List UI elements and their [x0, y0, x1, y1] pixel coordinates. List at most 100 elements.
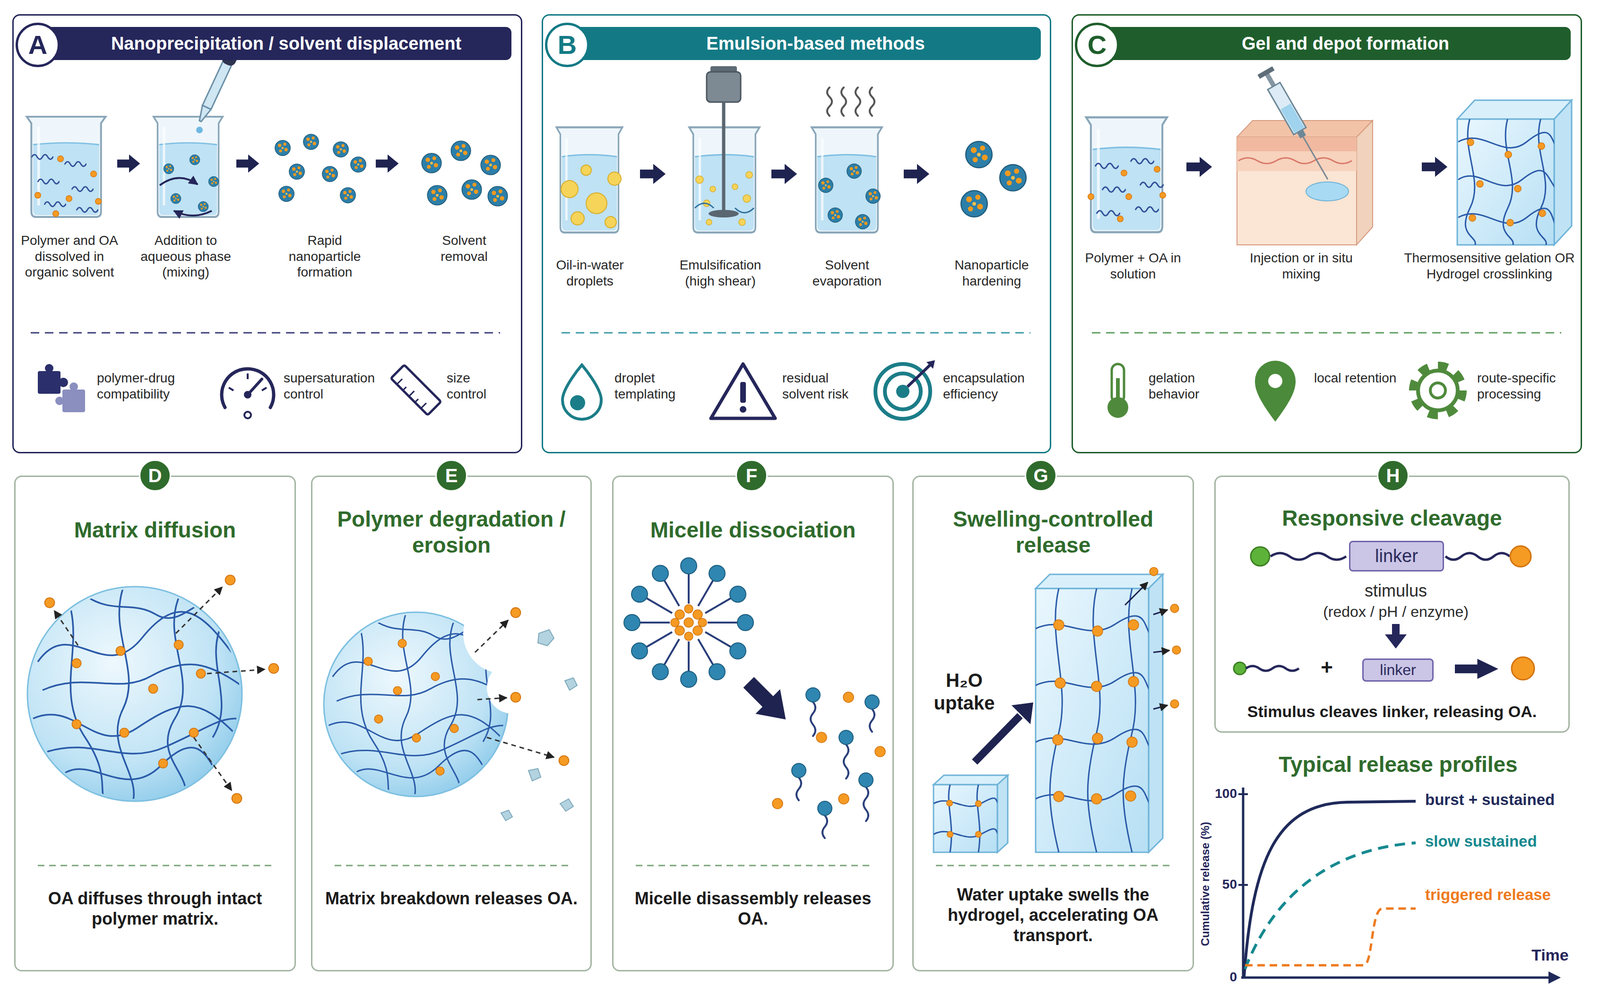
illustration-circle	[745, 171, 753, 179]
illustration-use	[487, 186, 508, 206]
illustration-line	[707, 621, 738, 624]
illustration-rect	[202, 60, 233, 110]
illustration-path	[159, 177, 198, 186]
illustration-path	[926, 360, 935, 369]
illustration-use	[393, 686, 402, 695]
illustration-use	[289, 164, 305, 180]
illustration-use	[855, 214, 871, 230]
illustration-g	[54, 587, 265, 791]
illustration-use	[449, 724, 459, 733]
illustration-use	[117, 154, 140, 173]
illustration-circle	[27, 586, 243, 802]
illustration-use	[1121, 170, 1128, 177]
icon-caption: residual solvent risk	[782, 370, 868, 405]
illustration-path	[1536, 119, 1547, 245]
panel-summary: Water uptake swells the hydrogel, accele…	[923, 884, 1184, 960]
illustration-use	[847, 164, 862, 179]
stimulus-label: (redox / pH / enzyme)	[1296, 602, 1496, 622]
illustration-circle	[817, 801, 832, 816]
illustration-path	[933, 775, 1008, 785]
illustration-g	[639, 573, 738, 672]
illustration-use	[975, 800, 982, 807]
illustration-circle	[838, 730, 854, 745]
illustration-circle	[739, 406, 747, 413]
illustration-use	[153, 116, 223, 217]
illustration-circle	[737, 614, 754, 631]
illustration-circle	[816, 732, 827, 743]
illustration-use	[1154, 166, 1161, 173]
illustration-line	[175, 587, 223, 634]
illustration-use	[34, 192, 42, 199]
illustration-use	[1088, 193, 1095, 200]
panel-f-art	[623, 557, 886, 866]
illustration-use	[556, 127, 623, 233]
illustration-use	[236, 154, 260, 173]
illustration-circle	[44, 363, 54, 373]
illustration-circle	[709, 663, 726, 680]
illustration-circle	[896, 384, 910, 398]
panel-title: Swelling-controlled release	[923, 506, 1184, 565]
illustration-line	[246, 373, 249, 380]
illustration-rect	[390, 364, 442, 416]
illustration-path	[221, 368, 274, 408]
panel-b-art	[556, 66, 1031, 420]
panel-heading: Emulsion-based methods	[552, 26, 1041, 61]
illustration-circle	[196, 126, 203, 134]
linker-text: linker	[1363, 659, 1433, 681]
illustration-path	[869, 709, 875, 732]
illustration-line	[1153, 609, 1168, 615]
illustration-line	[1153, 705, 1168, 710]
illustration-path	[537, 629, 554, 646]
illustration-path	[843, 744, 849, 779]
panel-letter: A	[15, 22, 61, 68]
illustration-circle	[791, 763, 806, 778]
illustration-circle	[55, 396, 64, 406]
step-caption: Rapid nanoparticle formation	[270, 232, 380, 284]
illustration-path	[1457, 100, 1572, 120]
illustration-line	[687, 573, 690, 604]
illustration-use	[1504, 151, 1512, 158]
illustration-rect	[1035, 588, 1149, 853]
illustration-use	[1538, 142, 1545, 150]
illustration-path	[933, 828, 998, 837]
step-caption: Oil-in-water droplets	[547, 257, 633, 292]
illustration-line	[698, 639, 714, 666]
illustration-use	[1097, 210, 1121, 216]
step-caption: Polymer + OA in solution	[1081, 250, 1185, 285]
illustration-circle	[1413, 365, 1463, 416]
illustration-use	[33, 588, 242, 804]
illustration-use	[946, 800, 953, 807]
illustration-path	[735, 207, 754, 213]
illustration-circle	[1418, 370, 1458, 411]
illustration-use	[412, 733, 421, 743]
illustration-use	[1454, 658, 1499, 679]
illustration-line	[974, 715, 1021, 762]
illustration-use	[333, 141, 349, 157]
illustration-path	[196, 105, 212, 123]
illustration-path	[1356, 120, 1373, 245]
step-caption: Solvent evaporation	[795, 257, 900, 292]
illustration-line	[421, 403, 427, 409]
axis-title: Time	[1531, 945, 1579, 967]
panel-summary: OA diffuses through intact polymer matri…	[25, 888, 286, 945]
illustration-line	[193, 737, 232, 791]
illustration-circle	[692, 625, 703, 636]
illustration-line	[705, 597, 732, 614]
curve-label: burst + sustained	[1425, 790, 1589, 813]
panel-d-art	[27, 575, 279, 866]
illustration-ellipse	[708, 209, 739, 218]
illustration-use	[736, 669, 799, 732]
illustration-line	[334, 864, 569, 867]
panel-letter: B	[544, 22, 590, 68]
panel-summary: Micelle disassembly releases OA.	[622, 888, 883, 945]
illustration-g	[623, 557, 754, 688]
illustration-use	[771, 164, 797, 184]
illustration-circle	[684, 604, 693, 614]
illustration-use	[148, 683, 158, 693]
illustration-line	[1124, 582, 1148, 606]
curve-label: slow sustained	[1425, 831, 1567, 854]
illustration-use	[52, 210, 60, 217]
illustration-path	[863, 787, 869, 822]
illustration-line	[1242, 787, 1245, 978]
